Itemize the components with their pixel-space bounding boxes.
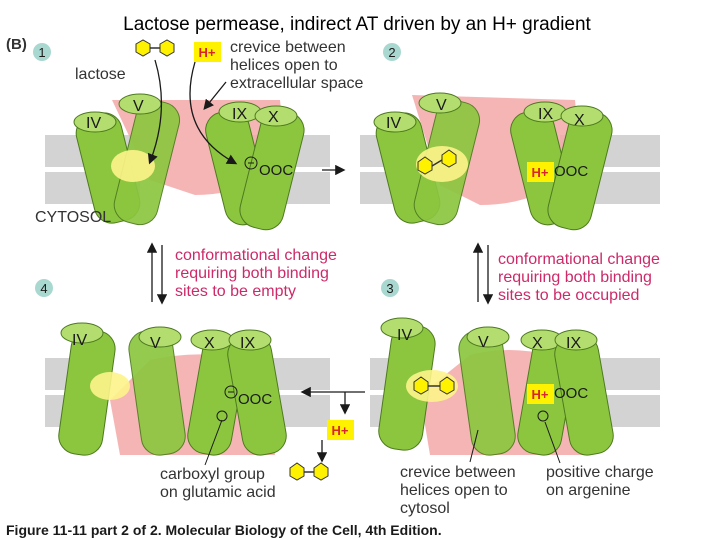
- label-conf-occupied-3: sites to be occupied: [498, 287, 639, 304]
- empty-lactose-site: [90, 372, 130, 400]
- positive-charge-icon: [537, 410, 549, 422]
- helix-iv: [58, 322, 116, 456]
- released-lactose-molecule: [289, 462, 329, 481]
- h-plus-box: [194, 42, 221, 62]
- label-conf-occupied-1: conformational change: [498, 251, 660, 268]
- released-h-plus-label: H+: [332, 423, 349, 438]
- carboxyl-ooc-label: OOC: [238, 391, 272, 408]
- negative-charge-icon: [244, 156, 258, 170]
- step-number-2: 2: [388, 45, 395, 60]
- panel-step-1: IV V IX X 1 lactose H+ crevice between h…: [33, 39, 364, 231]
- label-crevice-extracellular-2: helices open to: [230, 57, 338, 74]
- helix-v: [458, 326, 516, 456]
- helix-label-x: X: [574, 112, 585, 129]
- h-plus-box: [527, 384, 554, 404]
- carboxyl-ooc-label: OOC: [259, 162, 293, 179]
- helix-label-x: X: [204, 335, 215, 352]
- label-carboxyl-2: on glutamic acid: [160, 484, 276, 501]
- helix-label-ix: IX: [566, 335, 581, 352]
- label-positive-charge-1: positive charge: [546, 464, 654, 481]
- helix-v: [128, 326, 186, 456]
- label-carboxyl-1: carboxyl group: [160, 466, 265, 483]
- helix-label-v: V: [478, 334, 489, 351]
- crevice-cytosol-pointer: [469, 429, 479, 463]
- bound-h-plus-label: H+: [532, 165, 549, 180]
- helix-label-v: V: [436, 97, 447, 114]
- helix-x: [547, 105, 613, 231]
- panel-step-2: IV V IX X 2 H+ OOC: [360, 43, 660, 231]
- step-number-1: 1: [38, 45, 45, 60]
- step-number-4: 4: [40, 281, 47, 296]
- panel-tag: (B): [6, 36, 27, 53]
- panel-step-4: 4 IV V X IX OOC: [35, 279, 330, 501]
- conformational-change-left: conformational change requiring both bin…: [146, 242, 337, 305]
- positive-charge-pointer: [544, 421, 561, 464]
- figure-caption: Figure 11-11 part 2 of 2. Molecular Biol…: [6, 522, 442, 538]
- label-positive-charge-2: on argenine: [546, 482, 631, 499]
- conformational-change-right: conformational change requiring both bin…: [472, 242, 660, 305]
- step-marker-4: [35, 279, 53, 297]
- lactose-molecule: [135, 39, 175, 57]
- step-number-3: 3: [386, 281, 393, 296]
- label-conf-occupied-2: requiring both binding: [498, 269, 652, 286]
- helix-ix: [227, 329, 287, 456]
- step-marker-1: [33, 43, 51, 61]
- helix-ix: [554, 329, 614, 456]
- transition-arrow-3-to-4: H+: [300, 386, 365, 440]
- page-title: Lactose permease, indirect AT driven by …: [123, 14, 591, 35]
- helix-label-iv: IV: [386, 115, 401, 132]
- helix-x: [239, 105, 305, 231]
- label-lactose: lactose: [75, 66, 126, 83]
- lactose-path-arrow: [147, 59, 163, 165]
- helix-label-ix: IX: [538, 106, 553, 123]
- bound-h-plus-label: H+: [532, 387, 549, 402]
- carboxyl-ooc-label: OOC: [554, 163, 588, 180]
- h-plus-path-arrow: [189, 61, 238, 165]
- helix-label-v: V: [133, 98, 144, 115]
- h-plus-box: [327, 420, 354, 440]
- helix-label-iv: IV: [72, 332, 87, 349]
- label-crevice-cytosol-1: crevice between: [400, 464, 516, 481]
- bound-lactose-molecule: [413, 376, 455, 395]
- crevice-pointer-arrow: [203, 81, 227, 111]
- h-plus-label: H+: [199, 45, 216, 60]
- label-cytosol: CYTOSOL: [35, 209, 111, 226]
- helix-label-v: V: [150, 335, 161, 352]
- lactose-binding-site: [111, 150, 155, 182]
- helix-label-x: X: [268, 109, 279, 126]
- bound-lactose-molecule: [417, 149, 457, 175]
- helix-label-iv: IV: [397, 327, 412, 344]
- helix-label-ix: IX: [232, 106, 247, 123]
- h-plus-box: [527, 162, 554, 182]
- negative-charge-icon: [224, 385, 238, 399]
- step-marker-2: [383, 43, 401, 61]
- label-conf-empty-2: requiring both binding: [175, 265, 329, 282]
- helix-label-iv: IV: [86, 115, 101, 132]
- helix-label-ix: IX: [240, 335, 255, 352]
- step-marker-3: [381, 279, 399, 297]
- carboxyl-pointer-line: [204, 419, 223, 466]
- label-crevice-cytosol-2: helices open to: [400, 482, 508, 499]
- panel-step-3: 3 IV V X: [370, 279, 660, 517]
- label-crevice-cytosol-3: cytosol: [400, 500, 450, 517]
- label-conf-empty-1: conformational change: [175, 247, 337, 264]
- label-conf-empty-3: sites to be empty: [175, 283, 296, 300]
- label-crevice-extracellular-1: crevice between: [230, 39, 346, 56]
- label-crevice-extracellular-3: extracellular space: [230, 75, 364, 92]
- carboxyl-ooc-label: OOC: [554, 385, 588, 402]
- helix-label-x: X: [532, 335, 543, 352]
